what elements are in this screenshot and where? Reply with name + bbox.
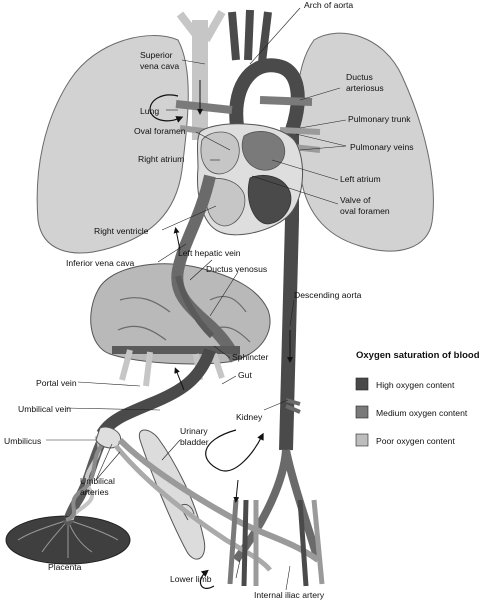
legend-title: Oxygen saturation of blood [356, 350, 480, 361]
label-umbilicus: Umbilicus [4, 436, 41, 446]
left-lung-shape [36, 35, 189, 254]
label-right-ventricle: Right ventricle [94, 226, 149, 236]
label-valve-of-oval-foramen-2: oval foramen [340, 206, 390, 216]
portal-branches [119, 349, 225, 387]
leader-lines [46, 7, 347, 591]
label-ductus-arteriosus-2: arteriosus [346, 83, 384, 93]
legend-swatch-poor [355, 433, 369, 447]
lower-limb-loop [199, 569, 215, 589]
renal-vessels [285, 398, 301, 414]
label-urinary-bladder-2: bladder [180, 437, 209, 447]
label-superior-vena-cava-1: Superior [140, 50, 173, 60]
label-ductus-venosus: Ductus venosus [206, 264, 267, 274]
label-superior-vena-cava-2: vena cava [140, 61, 179, 71]
label-left-atrium: Left atrium [340, 174, 381, 184]
label-ductus-arteriosus-1: Ductus [346, 72, 373, 82]
label-umbilical-arteries-2: arteries [80, 487, 109, 497]
label-lung: Lung [140, 106, 159, 116]
label-pulmonary-veins: Pulmonary veins [350, 142, 414, 152]
label-left-hepatic-vein: Left hepatic vein [178, 248, 241, 258]
aortic-arch [229, 58, 305, 451]
label-inferior-vena-cava: Inferior vena cava [66, 258, 135, 268]
right-ventricle-shape [205, 178, 246, 227]
label-internal-iliac-artery: Internal iliac artery [254, 590, 325, 600]
legend-label-high: High oxygen content [376, 380, 455, 390]
label-kidney: Kidney [236, 412, 263, 422]
label-sphincter: Sphincter [232, 352, 268, 362]
umbilical-cord [63, 433, 112, 526]
label-portal-vein: Portal vein [36, 378, 77, 388]
label-descending-aorta: Descending aorta [294, 290, 362, 300]
placenta-vessels [17, 519, 119, 558]
label-oval-foramen: Oval foramen [134, 126, 186, 136]
label-pulmonary-trunk: Pulmonary trunk [348, 114, 411, 124]
label-placenta: Placenta [48, 562, 82, 572]
label-valve-of-oval-foramen-1: Valve of [340, 195, 371, 205]
label-right-atrium: Right atrium [138, 154, 184, 164]
lung-loop [149, 94, 184, 123]
right-atrium-shape [200, 131, 240, 175]
label-lower-limb: Lower limb [170, 574, 212, 584]
label-umbilical-vein: Umbilical vein [18, 404, 71, 414]
label-umbilical-arteries-1: Umbilical [80, 476, 115, 486]
ductus-venosus [175, 275, 215, 339]
label-urinary-bladder-1: Urinary [180, 426, 208, 436]
label-gut: Gut [238, 370, 252, 380]
umbilical-vein [96, 347, 216, 438]
legend-swatch-high [355, 377, 369, 391]
umbilical-ring [95, 426, 122, 449]
legend-label-medium: Medium oxygen content [376, 408, 468, 418]
label-arch-of-aorta: Arch of aorta [304, 0, 353, 10]
kidney-loop [205, 429, 264, 472]
left-ventricle-shape [247, 175, 292, 225]
flow-arrows [173, 80, 293, 503]
legend-label-poor: Poor oxygen content [376, 436, 455, 446]
urinary-bladder-shape [138, 429, 206, 560]
iliac-vessels [227, 499, 325, 587]
legend-swatch-medium [355, 405, 369, 419]
legend: Oxygen saturation of blood High oxygen c… [355, 350, 480, 447]
